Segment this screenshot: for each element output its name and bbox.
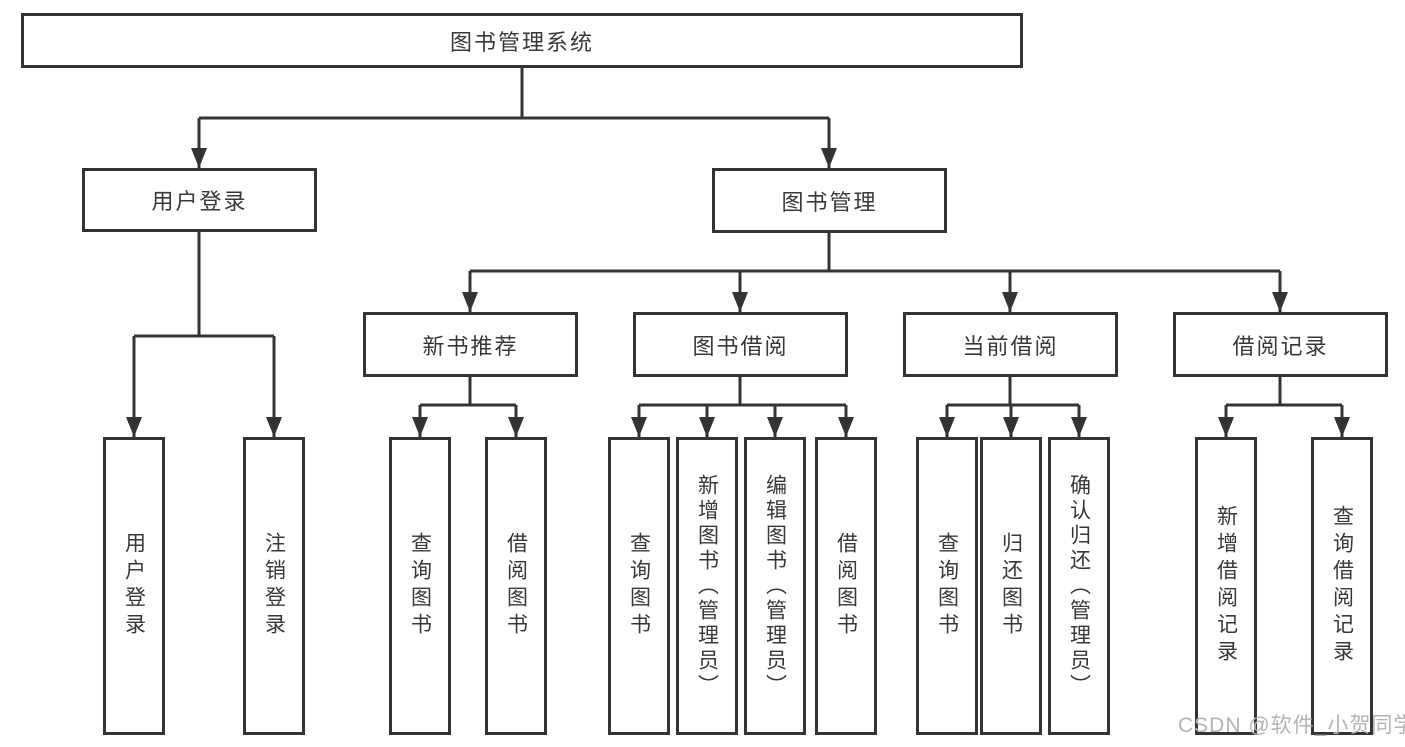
arrowheads	[126, 148, 1350, 437]
leaf-label: 归还图书	[999, 532, 1023, 640]
leaf-query-borrow-record: 查询借阅记录	[1311, 437, 1373, 735]
leaf-label: 借阅图书	[834, 532, 858, 640]
node-library-management-system: 图书管理系统	[21, 13, 1023, 68]
leaf-query-books-recommend: 查询图书	[389, 437, 451, 735]
leaf-query-books-current: 查询图书	[916, 437, 978, 735]
node-label: 新书推荐	[422, 333, 519, 359]
leaf-label: 编辑图书（管理员）	[763, 473, 787, 699]
leaf-user-login: 用户登录	[103, 437, 165, 735]
node-new-book-recommendation: 新书推荐	[363, 312, 578, 377]
node-label: 用户登录	[151, 189, 248, 214]
leaf-label: 确认归还（管理员）	[1067, 473, 1091, 699]
leaf-add-borrow-record: 新增借阅记录	[1195, 437, 1257, 735]
leaf-label: 注销登录	[262, 532, 286, 640]
node-label: 图书管理系统	[449, 29, 594, 55]
node-book-management: 图书管理	[712, 168, 947, 233]
leaf-return-books: 归还图书	[980, 437, 1042, 735]
node-user-login: 用户登录	[82, 168, 317, 232]
leaf-label: 新增借阅记录	[1214, 505, 1238, 667]
leaf-confirm-return-admin: 确认归还（管理员）	[1048, 437, 1110, 735]
leaf-add-books-admin: 新增图书（管理员）	[676, 437, 738, 735]
leaf-edit-books-admin: 编辑图书（管理员）	[744, 437, 806, 735]
leaf-label: 借阅图书	[504, 532, 528, 640]
node-label: 图书管理	[781, 189, 878, 215]
node-label: 当前借阅	[962, 333, 1059, 359]
node-current-borrowing: 当前借阅	[903, 312, 1118, 377]
node-label: 借阅记录	[1232, 333, 1329, 359]
leaf-borrow-books: 借阅图书	[815, 437, 877, 735]
leaf-label: 查询借阅记录	[1330, 505, 1354, 667]
node-borrowing-records: 借阅记录	[1173, 312, 1388, 377]
leaf-logout: 注销登录	[243, 437, 305, 735]
leaf-label: 查询图书	[408, 532, 432, 640]
node-label: 图书借阅	[692, 333, 789, 359]
leaf-label: 用户登录	[122, 532, 146, 640]
node-book-borrowing: 图书借阅	[633, 312, 848, 377]
leaf-query-books-borrow: 查询图书	[608, 437, 670, 735]
leaf-label: 查询图书	[935, 532, 959, 640]
connector-shafts	[132, 68, 1344, 437]
leaf-label: 查询图书	[627, 532, 651, 640]
leaf-borrow-books-recommend: 借阅图书	[485, 437, 547, 735]
leaf-label: 新增图书（管理员）	[695, 473, 719, 699]
